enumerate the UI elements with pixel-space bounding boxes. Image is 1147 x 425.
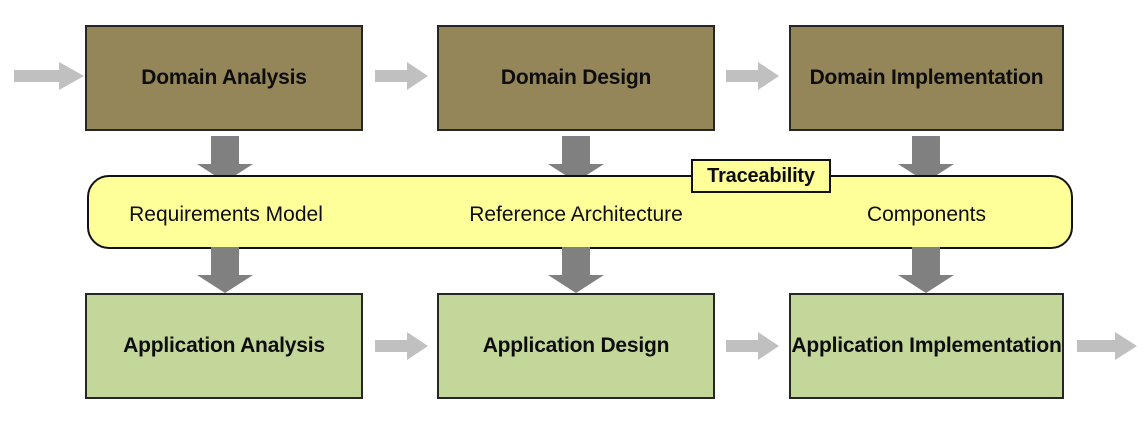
- application-analysis-label: Application Analysis: [123, 333, 325, 357]
- domain-analysis-label: Domain Analysis: [141, 65, 307, 89]
- application-analysis-box[interactable]: Application Analysis: [85, 293, 363, 399]
- application-arrow-2-icon: [726, 332, 779, 360]
- application-implementation-label: Application Implementation: [791, 333, 1062, 357]
- domain-arrow-1-icon: [375, 62, 428, 90]
- exit-arrow-right-icon: [1077, 332, 1137, 360]
- application-design-label: Application Design: [482, 333, 670, 357]
- domain-implementation-box[interactable]: Domain Implementation: [789, 25, 1064, 131]
- domain-design-box[interactable]: Domain Design: [437, 25, 715, 131]
- entry-arrow-right-icon: [14, 62, 84, 90]
- down-arrow-requirements-model-icon: [197, 247, 253, 293]
- down-arrow-domain-implementation-icon: [898, 136, 954, 182]
- reference-architecture-label: Reference Architecture: [469, 203, 683, 226]
- domain-arrow-2-icon: [726, 62, 779, 90]
- domain-design-label: Domain Design: [500, 65, 652, 89]
- requirements-model-label: Requirements Model: [129, 203, 323, 226]
- down-arrow-reference-architecture-icon: [548, 247, 604, 293]
- components-label: Components: [866, 203, 987, 226]
- traceability-box[interactable]: Traceability: [691, 159, 831, 193]
- application-arrow-1-icon: [375, 332, 428, 360]
- domain-implementation-label: Domain Implementation: [809, 65, 1044, 89]
- application-design-box[interactable]: Application Design: [437, 293, 715, 399]
- traceability-label: Traceability: [707, 164, 815, 187]
- down-arrow-domain-design-icon: [548, 136, 604, 182]
- down-arrow-domain-analysis-icon: [197, 136, 253, 182]
- domain-analysis-box[interactable]: Domain Analysis: [85, 25, 363, 131]
- down-arrow-components-icon: [898, 247, 954, 293]
- application-implementation-box[interactable]: Application Implementation: [789, 293, 1064, 399]
